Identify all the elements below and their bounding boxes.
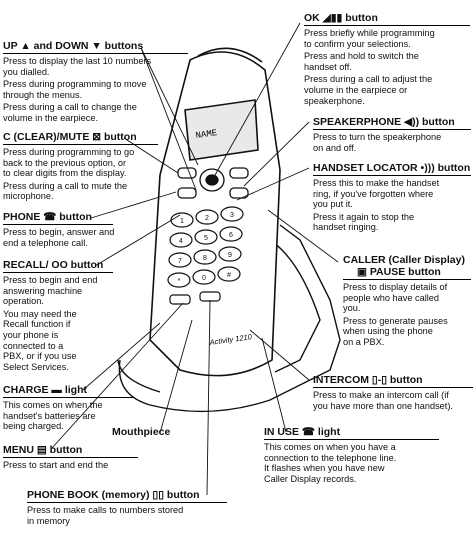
up-down-desc-2: Press during programming to move through… xyxy=(3,79,147,100)
mouthpiece-label: Mouthpiece xyxy=(112,426,170,438)
intercom-title: INTERCOM ▯-▯ button xyxy=(313,374,423,386)
key-2: 2 xyxy=(205,215,209,222)
divider xyxy=(3,53,188,54)
caller-desc-1: Press to display details of people who h… xyxy=(343,282,448,314)
menu-desc: Press to start and end the xyxy=(3,460,109,470)
phone-label: PHONE ☎ button Press to begin, answer an… xyxy=(3,211,115,250)
ok-desc-1: Press briefly while programming to confi… xyxy=(304,28,435,49)
divider xyxy=(3,397,133,398)
key-1: 1 xyxy=(180,218,184,225)
divider xyxy=(27,502,227,503)
key-0: 0 xyxy=(202,275,206,282)
inuse-label: IN USE ☎ light This comes on when you ha… xyxy=(264,426,439,486)
divider xyxy=(304,25,470,26)
caller-title-2: ▣ PAUSE button xyxy=(357,266,441,278)
ok-label: OK ◢▮▮ button Press briefly while progra… xyxy=(304,12,470,108)
key-4: 4 xyxy=(179,238,183,245)
intercom-desc: Press to make an intercom call (if you h… xyxy=(313,390,453,411)
display-text: NAME xyxy=(195,128,218,141)
speakerphone-title: SPEAKERPHONE ◀)) button xyxy=(313,116,455,128)
locator-desc-2: Press it again to stop the handset ringi… xyxy=(313,211,415,233)
charging-base xyxy=(117,224,341,413)
up-down-desc-3: Press during a call to change the volume… xyxy=(3,102,137,123)
recall-desc-1: Press to begin and end answering machine… xyxy=(3,275,98,307)
caller-label: CALLER (Caller Display) ▣ PAUSE button P… xyxy=(343,254,471,350)
ok-desc-2: Press and hold to switch the handset off… xyxy=(304,51,419,72)
divider xyxy=(3,144,158,145)
speakerphone-desc: Press to turn the speakerphone on and of… xyxy=(313,132,442,153)
intercom-label: INTERCOM ▯-▯ button Press to make an int… xyxy=(313,374,473,413)
locator-desc-1: Press this to make the handset ring, if … xyxy=(313,178,440,210)
divider xyxy=(313,175,471,176)
key-hash: # xyxy=(227,272,231,279)
key-3: 3 xyxy=(230,212,234,219)
up-down-title: UP ▲ and DOWN ▼ buttons xyxy=(3,40,144,52)
navigation-pad xyxy=(177,167,249,199)
up-down-label: UP ▲ and DOWN ▼ buttons Press to display… xyxy=(3,40,188,126)
recall-label: RECALL/ OO button Press to begin and end… xyxy=(3,259,113,374)
inuse-title: IN USE ☎ light xyxy=(264,426,341,438)
locator-title: HANDSET LOCATOR •))) button xyxy=(313,162,471,174)
key-5: 5 xyxy=(204,235,208,242)
keypad-labels: 1 2 3 4 5 6 7 8 9 * 0 # xyxy=(178,212,234,285)
key-9: 9 xyxy=(228,252,232,259)
divider xyxy=(313,129,471,130)
menu-title: MENU ▤ button xyxy=(3,444,83,456)
clear-mute-desc-2: Press during a call to mute the micropho… xyxy=(3,180,128,202)
locator-label: HANDSET LOCATOR •))) button Press this t… xyxy=(313,162,471,235)
caller-title: CALLER (Caller Display) xyxy=(343,254,465,266)
phone-desc: Press to begin, answer and end a telepho… xyxy=(3,227,115,248)
inuse-desc: This comes on when you have a connection… xyxy=(264,442,397,484)
phone-title: PHONE ☎ button xyxy=(3,211,92,223)
key-8: 8 xyxy=(203,255,207,262)
divider xyxy=(264,439,439,440)
keypad xyxy=(167,206,244,305)
charge-title: CHARGE ▬ light xyxy=(3,384,87,396)
key-7: 7 xyxy=(178,258,182,265)
phonebook-label: PHONE BOOK (memory) ▯▯ button Press to m… xyxy=(27,489,227,528)
divider xyxy=(3,457,138,458)
menu-label: MENU ▤ button Press to start and end the xyxy=(3,444,138,473)
speakerphone-label: SPEAKERPHONE ◀)) button Press to turn th… xyxy=(313,116,471,155)
divider xyxy=(3,224,113,225)
divider xyxy=(343,279,471,280)
up-down-desc-1: Press to display the last 10 numbers you… xyxy=(3,56,152,77)
ok-desc-3: Press during a call to adjust the volume… xyxy=(304,74,433,106)
leader-lines xyxy=(51,22,339,496)
clear-mute-label: C (CLEAR)/MUTE ⊠ button Press during pro… xyxy=(3,131,158,204)
caller-desc-2: Press to generate pauses when using the … xyxy=(343,315,448,347)
phonebook-title: PHONE BOOK (memory) ▯▯ button xyxy=(27,489,200,501)
clear-mute-desc-1: Press during programming to go back to t… xyxy=(3,147,135,179)
ok-title: OK ◢▮▮ button xyxy=(304,12,378,24)
recall-title: RECALL/ OO button xyxy=(3,259,104,271)
phonebook-desc: Press to make calls to numbers stored in… xyxy=(27,505,184,526)
recall-desc-2: You may need the Recall function if your… xyxy=(3,308,77,372)
clear-mute-title: C (CLEAR)/MUTE ⊠ button xyxy=(3,131,137,143)
key-star: * xyxy=(178,278,181,285)
charge-desc: This comes on when the handset's batteri… xyxy=(3,400,103,432)
divider xyxy=(3,272,113,273)
charge-label: CHARGE ▬ light This comes on when the ha… xyxy=(3,384,133,434)
key-6: 6 xyxy=(229,232,233,239)
mouthpiece-title: Mouthpiece xyxy=(112,426,171,438)
divider xyxy=(313,387,473,388)
